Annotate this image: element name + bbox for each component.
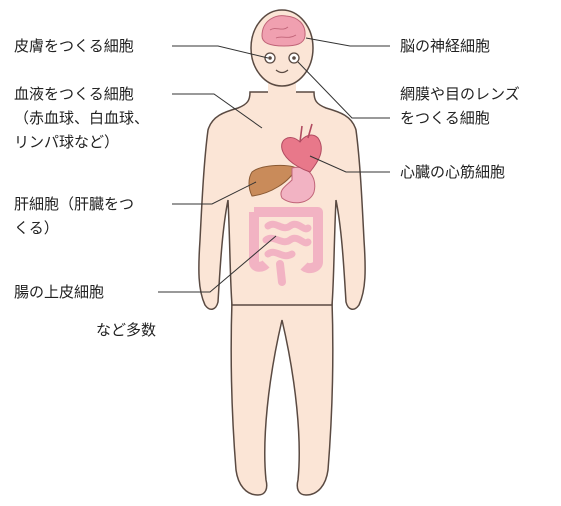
label-skin-cells: 皮膚をつくる細胞 [14, 34, 134, 58]
label-blood-line-1: 血液をつくる細胞 [14, 82, 149, 106]
label-and-many-more: など多数 [96, 318, 156, 342]
label-heart-cells: 心臓の心筋細胞 [400, 160, 505, 184]
label-eye-line-1: 網膜や目のレンズ [400, 82, 520, 106]
legs [231, 300, 333, 495]
label-brain-neurons: 脳の神経細胞 [400, 34, 490, 58]
brain [262, 16, 305, 46]
label-eye-line-2: をつくる細胞 [400, 106, 520, 130]
label-blood-line-2: （赤血球、白血球、 [14, 106, 149, 130]
label-liver-line-2: くる） [14, 216, 134, 240]
label-liver-cells: 肝細胞（肝臓をつ くる） [14, 192, 134, 240]
label-liver-line-1: 肝細胞（肝臓をつ [14, 192, 134, 216]
label-intestinal-cells: 腸の上皮細胞 [14, 280, 104, 304]
label-eye-cells: 網膜や目のレンズ をつくる細胞 [400, 82, 520, 130]
label-blood-cells: 血液をつくる細胞 （赤血球、白血球、 リンパ球など） [14, 82, 149, 154]
label-blood-line-3: リンパ球など） [14, 130, 149, 154]
